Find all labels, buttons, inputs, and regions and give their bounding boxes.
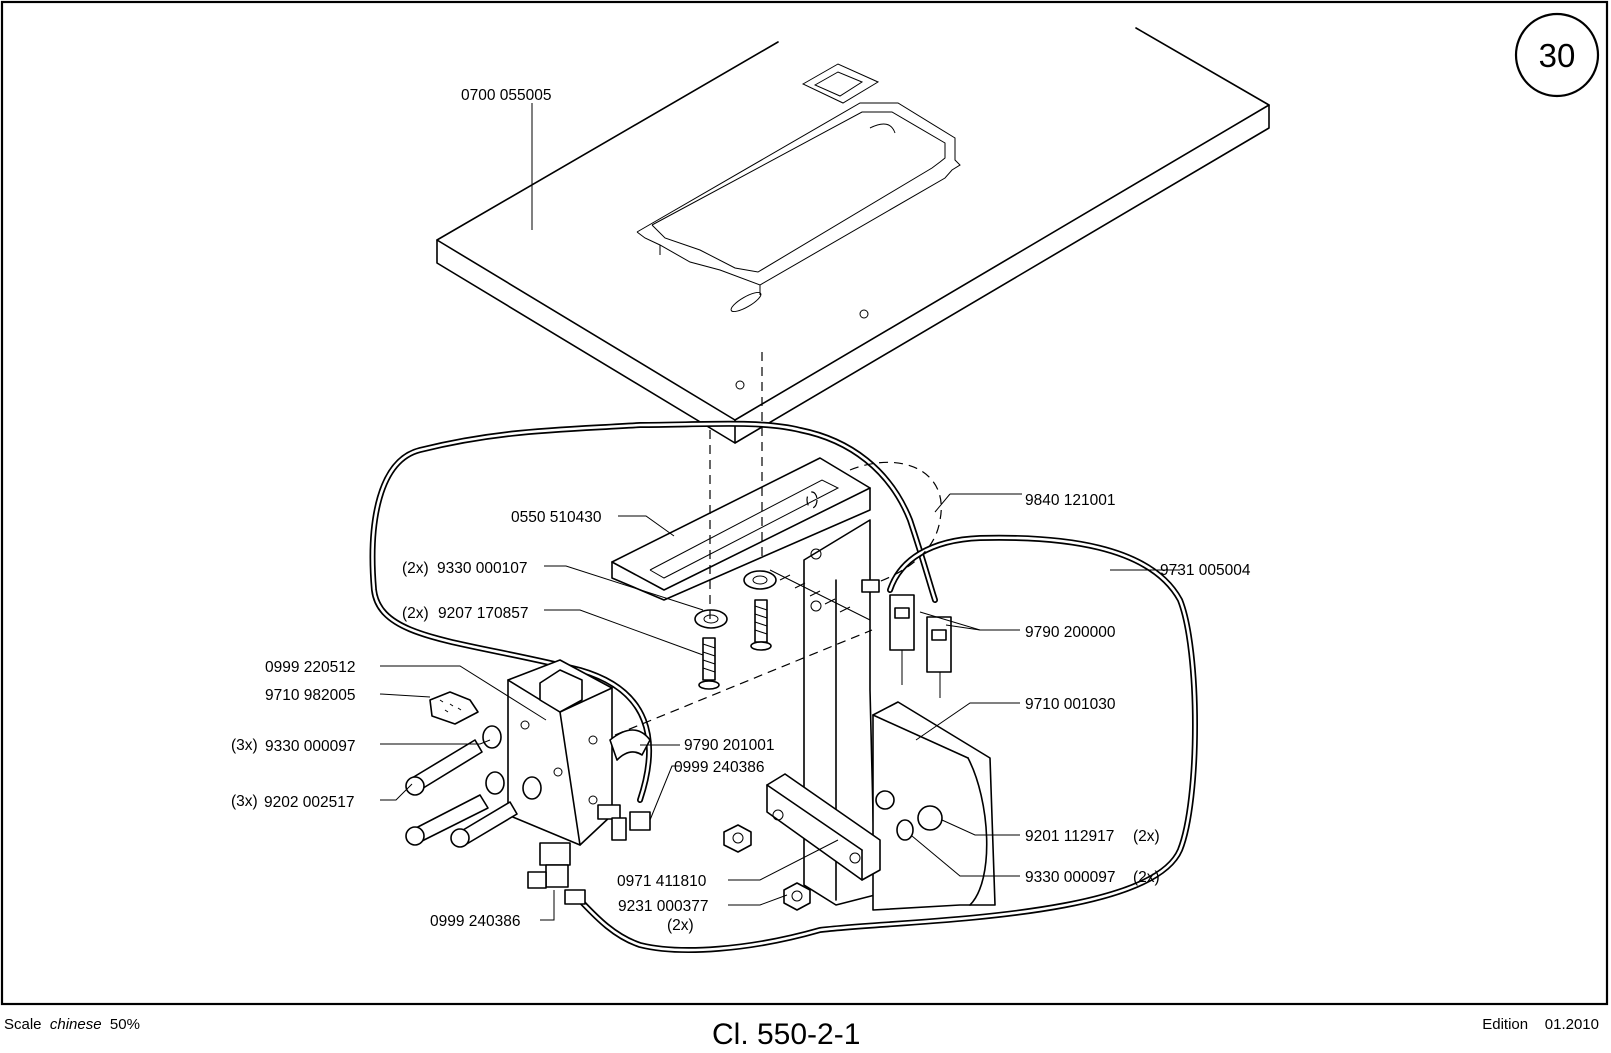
- table-top-drawing: [436, 27, 1270, 444]
- label-9202-002517-qty: (3x): [231, 793, 258, 810]
- washer-screw-drawing: [614, 352, 873, 736]
- label-9731-005004: 9731 005004: [1160, 562, 1251, 579]
- label-9207-170857-qty: (2x): [402, 605, 429, 622]
- label-9790-201001: 9790 201001: [684, 737, 775, 754]
- label-9330-000097-b: 9330 000097: [1025, 869, 1116, 886]
- label-0999-240386-a: 0999 240386: [674, 759, 765, 776]
- plate-drawing: [766, 773, 881, 881]
- label-9202-002517: 9202 002517: [264, 794, 355, 811]
- valve-drawing: [507, 659, 613, 866]
- label-0700-055005: 0700 055005: [461, 87, 552, 104]
- label-9330-000107: 9330 000107: [437, 560, 528, 577]
- label-0971-411810: 0971 411810: [617, 873, 707, 890]
- label-0550-510430: 0550 510430: [511, 509, 602, 526]
- label-9710-001030: 9710 001030: [1025, 696, 1116, 713]
- scale-label: Scale: [4, 1016, 42, 1033]
- label-9201-112917: 9201 112917: [1025, 828, 1114, 845]
- scale-percent: 50%: [109, 1016, 140, 1033]
- page-number-badge: 30: [1514, 12, 1600, 98]
- label-9330-000097-b-qty: (2x): [1133, 869, 1160, 886]
- label-9231-000377: 9231 000377: [618, 898, 709, 915]
- label-9330-000097-qty: (3x): [231, 737, 258, 754]
- scale-note: Scale chinese 50%: [4, 1016, 140, 1033]
- label-9840-121001: 9840 121001: [1025, 492, 1116, 509]
- label-9231-000377-qty: (2x): [667, 917, 694, 934]
- silencer-drawing: [429, 691, 479, 725]
- label-0999-220512: 0999 220512: [265, 659, 356, 676]
- label-9201-112917-qty: (2x): [1133, 828, 1160, 845]
- document-title: Cl. 550-2-1: [712, 1018, 861, 1051]
- leader-lines: [379, 103, 1180, 921]
- connector-drawing: [861, 579, 952, 698]
- label-9710-982005: 9710 982005: [265, 687, 356, 704]
- nut-drawing: [723, 824, 811, 911]
- edition-note: Edition 01.2010: [1482, 1016, 1599, 1033]
- drawing-frame: [0, 0, 1609, 1006]
- label-0999-240386-b: 0999 240386: [430, 913, 521, 930]
- label-9207-170857: 9207 170857: [438, 605, 529, 622]
- edition-value: 01.2010: [1544, 1016, 1599, 1033]
- switch-screw-drawing: [896, 805, 943, 841]
- fitting-drawing: [527, 729, 651, 905]
- label-9790-200000: 9790 200000: [1025, 624, 1116, 641]
- scale-value: chinese: [49, 1016, 102, 1033]
- part-labels: 0700 055005 0550 510430 (2x) 9330 000107…: [231, 87, 1251, 934]
- screw-set-drawing: [405, 725, 542, 848]
- label-9330-000107-qty: (2x): [402, 560, 429, 577]
- label-9330-000097: 9330 000097: [265, 738, 356, 755]
- page-number: 30: [1539, 37, 1576, 74]
- edition-label: Edition: [1482, 1016, 1529, 1033]
